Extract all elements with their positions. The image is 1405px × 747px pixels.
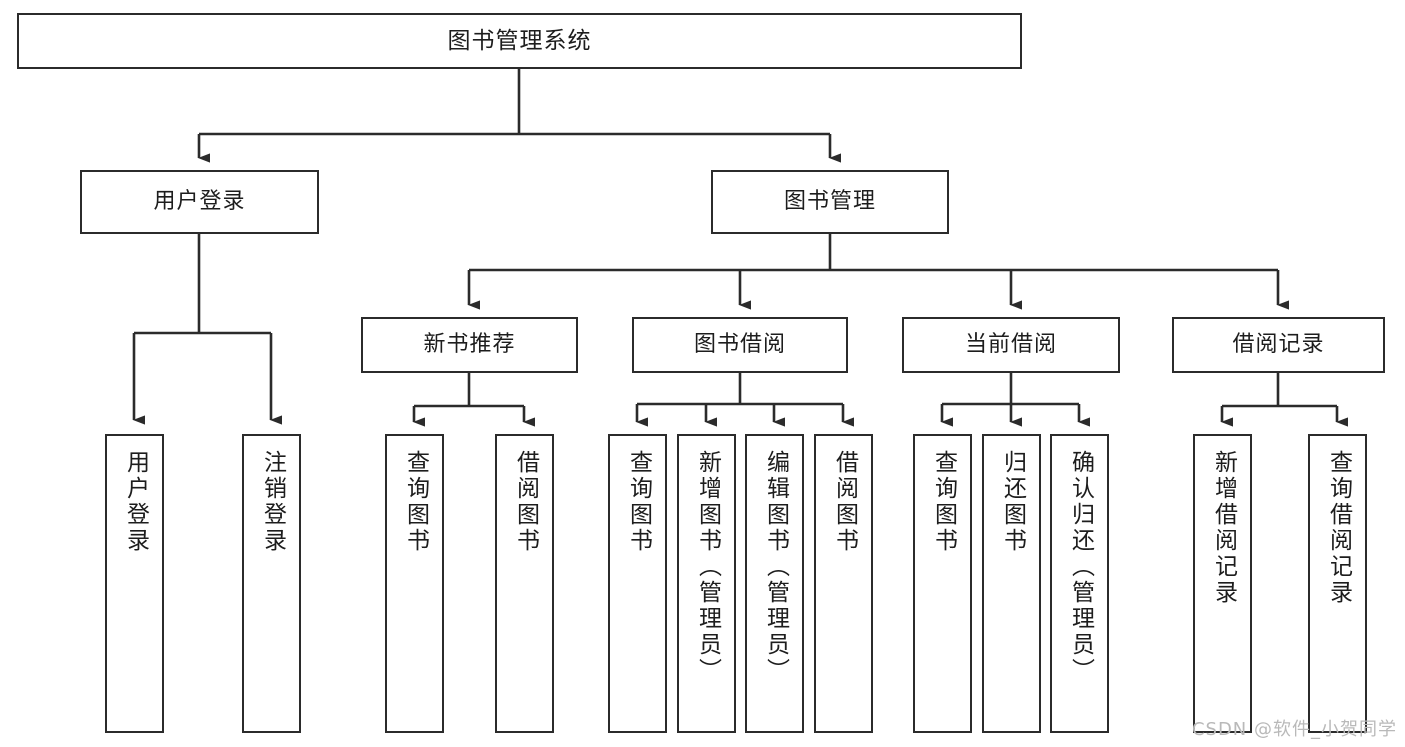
node-root-book-management-system[interactable]: 图书管理系统 bbox=[17, 13, 1022, 69]
node-current-borrow[interactable]: 当前借阅 bbox=[902, 317, 1120, 373]
watermark: CSDN @软件_小贺同学 bbox=[1191, 719, 1397, 740]
node-label: 图书管理 bbox=[783, 189, 876, 215]
leaf-logout-login[interactable]: 注销登录 bbox=[242, 434, 301, 733]
leaf-query-book-current[interactable]: 查询图书 bbox=[913, 434, 972, 733]
node-label: 图书管理系统 bbox=[447, 27, 592, 54]
node-new-book-recommend[interactable]: 新书推荐 bbox=[361, 317, 578, 373]
node-label: 新增借阅记录 bbox=[1210, 450, 1237, 606]
leaf-borrow-book[interactable]: 借阅图书 bbox=[814, 434, 873, 733]
leaf-query-book-borrow[interactable]: 查询图书 bbox=[608, 434, 667, 733]
node-label: 新增图书（管理员） bbox=[694, 450, 721, 684]
node-label: 新书推荐 bbox=[423, 332, 516, 358]
node-book-borrow[interactable]: 图书借阅 bbox=[632, 317, 848, 373]
node-label: 借阅图书 bbox=[831, 450, 858, 554]
node-user-login[interactable]: 用户登录 bbox=[80, 170, 319, 234]
node-label: 借阅记录 bbox=[1232, 332, 1325, 358]
node-book-management[interactable]: 图书管理 bbox=[711, 170, 949, 234]
node-label: 用户登录 bbox=[122, 450, 149, 554]
node-label: 用户登录 bbox=[153, 189, 246, 215]
node-borrow-record[interactable]: 借阅记录 bbox=[1172, 317, 1385, 373]
leaf-edit-book-admin[interactable]: 编辑图书（管理员） bbox=[745, 434, 804, 733]
node-label: 查询借阅记录 bbox=[1325, 450, 1352, 606]
node-label: 当前借阅 bbox=[964, 332, 1057, 358]
leaf-add-book-admin[interactable]: 新增图书（管理员） bbox=[677, 434, 736, 733]
node-label: 查询图书 bbox=[930, 450, 957, 554]
leaf-confirm-return-admin[interactable]: 确认归还（管理员） bbox=[1050, 434, 1109, 733]
node-label: 查询图书 bbox=[625, 450, 652, 554]
leaf-user-login[interactable]: 用户登录 bbox=[105, 434, 164, 733]
node-label: 图书借阅 bbox=[693, 332, 786, 358]
leaf-borrow-book-recommend[interactable]: 借阅图书 bbox=[495, 434, 554, 733]
node-label: 确认归还（管理员） bbox=[1067, 450, 1094, 684]
node-label: 归还图书 bbox=[999, 450, 1026, 554]
node-label: 查询图书 bbox=[402, 450, 429, 554]
node-label: 注销登录 bbox=[259, 450, 286, 554]
leaf-query-borrow-record[interactable]: 查询借阅记录 bbox=[1308, 434, 1367, 733]
leaf-return-book[interactable]: 归还图书 bbox=[982, 434, 1041, 733]
node-label: 编辑图书（管理员） bbox=[762, 450, 789, 684]
leaf-add-borrow-record[interactable]: 新增借阅记录 bbox=[1193, 434, 1252, 733]
leaf-query-book-recommend[interactable]: 查询图书 bbox=[385, 434, 444, 733]
node-label: 借阅图书 bbox=[512, 450, 539, 554]
